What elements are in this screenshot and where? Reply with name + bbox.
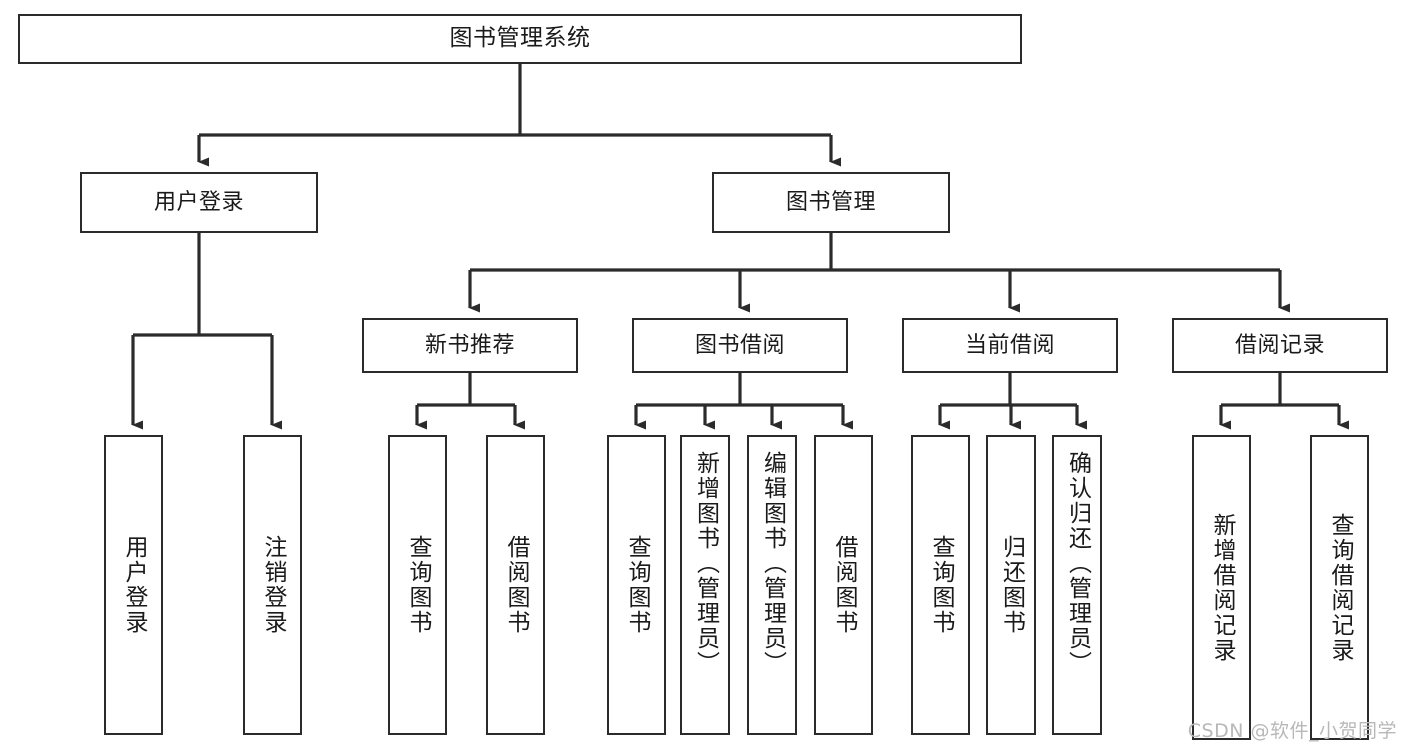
leaf-user-login[interactable]: 用户登录 — [104, 435, 163, 735]
watermark-text: CSDN @软件_小贺同学 — [1187, 720, 1397, 742]
node-root-system-label: 图书管理系统 — [449, 25, 591, 52]
leaf-query-book-borrow[interactable]: 查询图书 — [607, 435, 666, 735]
leaf-edit-book-label: 编辑图书（管理员） — [759, 451, 786, 676]
leaf-user-login-label: 用户登录 — [121, 535, 147, 635]
leaf-query-book-recommend[interactable]: 查询图书 — [388, 435, 447, 735]
leaf-borrow-book-recommend[interactable]: 借阅图书 — [486, 435, 545, 735]
leaf-return-book[interactable]: 归还图书 — [986, 435, 1036, 735]
leaf-add-borrow-record[interactable]: 新增借阅记录 — [1192, 435, 1251, 740]
node-new-book-recommend-label: 新书推荐 — [424, 332, 515, 358]
leaf-query-book-current[interactable]: 查询图书 — [911, 435, 970, 735]
node-borrow-record[interactable]: 借阅记录 — [1172, 318, 1388, 373]
leaf-confirm-return-label: 确认归还（管理员） — [1064, 451, 1091, 676]
node-current-borrow-label: 当前借阅 — [964, 332, 1055, 358]
leaf-logout[interactable]: 注销登录 — [243, 435, 302, 735]
leaf-query-book-borrow-label: 查询图书 — [624, 535, 650, 635]
leaf-edit-book[interactable]: 编辑图书（管理员） — [747, 435, 797, 735]
leaf-return-book-label: 归还图书 — [998, 535, 1025, 635]
leaf-borrow-book-label: 借阅图书 — [831, 535, 857, 635]
node-book-manage-label: 图书管理 — [785, 189, 876, 215]
leaf-query-borrow-record-label: 查询借阅记录 — [1327, 512, 1353, 663]
node-root-system[interactable]: 图书管理系统 — [18, 14, 1022, 64]
node-book-borrow[interactable]: 图书借阅 — [632, 318, 848, 373]
leaf-logout-label: 注销登录 — [260, 535, 286, 635]
leaf-query-book-current-label: 查询图书 — [928, 535, 954, 635]
node-user-login-label: 用户登录 — [153, 189, 244, 215]
leaf-query-borrow-record[interactable]: 查询借阅记录 — [1310, 435, 1369, 740]
leaf-confirm-return[interactable]: 确认归还（管理员） — [1052, 435, 1102, 735]
node-user-login[interactable]: 用户登录 — [80, 172, 318, 233]
leaf-borrow-book[interactable]: 借阅图书 — [814, 435, 873, 735]
leaf-add-book[interactable]: 新增图书（管理员） — [680, 435, 730, 735]
node-new-book-recommend[interactable]: 新书推荐 — [362, 318, 578, 373]
leaf-add-book-label: 新增图书（管理员） — [692, 451, 719, 676]
leaf-add-borrow-record-label: 新增借阅记录 — [1209, 512, 1235, 663]
leaf-borrow-book-recommend-label: 借阅图书 — [503, 535, 529, 635]
node-book-borrow-label: 图书借阅 — [694, 332, 785, 358]
node-book-manage[interactable]: 图书管理 — [712, 172, 950, 233]
node-borrow-record-label: 借阅记录 — [1234, 332, 1325, 358]
leaf-query-book-recommend-label: 查询图书 — [405, 535, 431, 635]
node-current-borrow[interactable]: 当前借阅 — [902, 318, 1118, 373]
